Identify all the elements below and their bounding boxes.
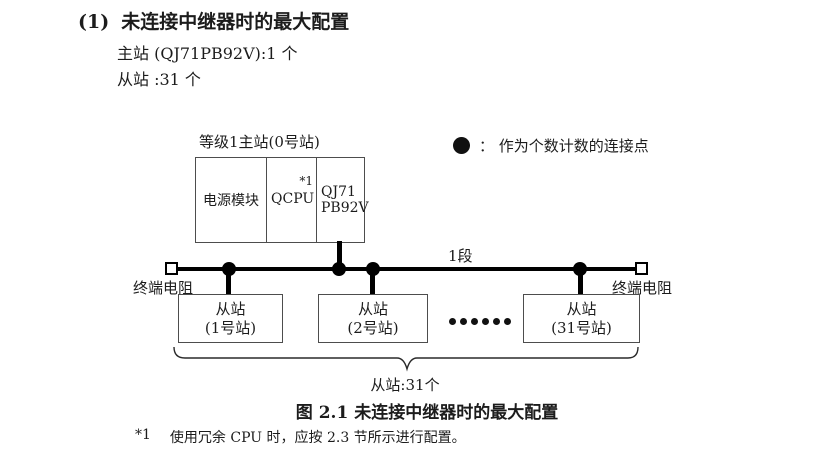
connection-point-dot [573,262,587,276]
power-module-cell: 电源模块 [203,193,259,209]
ellipsis-dot [460,318,467,325]
qcpu-cell: *1 QCPU [266,158,316,242]
slave2-drop-line [370,267,375,295]
figure-caption: 图 2.1 未连接中继器时的最大配置 [295,403,559,423]
brace-label: 从站:31个 [370,376,440,394]
terminator-left-icon [165,262,178,275]
slave-label: 从站 [357,299,388,318]
slave31-drop-line [578,267,583,295]
slave-station-31-box: 从站 (31号站) [523,294,640,343]
slave-label: 从站 [566,299,597,318]
section-number: (1) [78,11,110,33]
connection-point-dot [366,262,380,276]
footnote-text: 使用冗余 CPU 时，应按 2.3 节所示进行配置。 [169,430,466,446]
qcpu-label: QCPU [271,191,315,207]
terminator-left-label: 终端电阻 [133,279,194,297]
legend: ： 作为个数计数的连接点 [453,135,649,156]
master-station-box: 电源模块 *1 QCPU QJ71 PB92V [195,157,369,243]
connection-point-dot [332,262,346,276]
slave-number: (31号站) [551,318,612,337]
slave-station-1-box: 从站 (1号站) [178,294,283,343]
slave-label: 从站 [215,299,246,318]
section-heading: (1) 未连接中继器时的最大配置 [78,12,349,33]
footnote-marker: *1 [135,427,151,443]
qj71pb92v-cell: QJ71 PB92V [316,158,369,242]
terminator-right-icon [635,262,648,275]
pb92v-line: PB92V [321,200,369,216]
slave-number: (2号站) [347,318,399,337]
brace [173,346,639,372]
bus-line [178,267,636,271]
ellipsis-dot [504,318,511,325]
ellipsis-dot [449,318,456,325]
qcpu-footnote-ref: *1 [299,174,313,188]
terminator-right-label: 终端电阻 [612,279,673,297]
slave1-drop-line [226,267,231,295]
master-drop-line [337,241,342,269]
ellipsis-dot [482,318,489,325]
master-count-line: 主站 (QJ71PB92V):1 个 [117,44,298,63]
master-station-label: 等级1主站(0号站) [199,133,320,151]
connection-point-icon [453,137,470,154]
section-title: 未连接中继器时的最大配置 [121,11,350,33]
ellipsis-dots [449,318,511,325]
segment-label: 1段 [448,247,473,265]
ellipsis-dot [493,318,500,325]
ellipsis-dot [471,318,478,325]
connection-point-dot [222,262,236,276]
slave-count-line: 从站 :31 个 [117,70,201,89]
slave-station-2-box: 从站 (2号站) [318,294,428,343]
qj71-line: QJ71 [321,183,356,200]
footnote: *1 使用冗余 CPU 时，应按 2.3 节所示进行配置。 [135,427,466,447]
legend-text: ： 作为个数计数的连接点 [479,137,649,155]
slave-number: (1号站) [204,318,257,337]
